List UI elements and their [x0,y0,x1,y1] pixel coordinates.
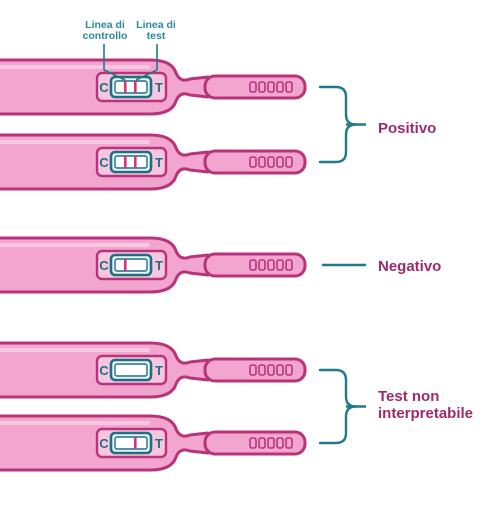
control-letter: C [99,258,109,273]
grip-ridge [267,364,275,376]
grip-ridge [249,259,257,271]
grip-ridge [267,81,275,93]
grip-ridge [249,364,257,376]
test-handle [203,149,307,175]
control-letter: C [99,80,109,95]
grip-ridge [267,156,275,168]
grip-ridge [258,81,266,93]
control-line [124,259,127,271]
test-line-label-line-2: test [146,30,166,42]
test-letter: T [155,436,163,451]
control-line-label-line-1: Linea di [85,19,125,31]
result-label-negativo-text: Negativo [378,258,442,275]
grip-ridge [285,364,293,376]
result-label-positivo-text: Positivo [378,120,437,137]
grip-ridge [285,437,293,449]
control-line-label-line-2: controllo [82,30,128,42]
test-handle [203,430,307,456]
result-window-inner [114,258,148,272]
control-letter: C [99,436,109,451]
grip-ridge [276,437,284,449]
grip-ridge [276,259,284,271]
test-line [134,437,137,449]
control-line [124,156,127,168]
result-label-positivo: Positivo [378,120,436,137]
test-line [134,156,137,168]
grip-ridge [276,364,284,376]
test-handle [203,252,307,278]
grip-ridge [267,259,275,271]
test-letter: T [155,155,163,170]
result-window-inner [114,155,148,169]
grip-ridge [258,259,266,271]
result-label-test-non-interpretabile-line-2: interpretabile [378,405,474,422]
grip-ridge [285,259,293,271]
control-line [124,81,127,93]
control-callout-end [103,69,126,81]
grip-ridge [258,364,266,376]
control-letter: C [99,155,109,170]
grip-ridge [249,156,257,168]
test-handle [203,74,307,100]
control-letter: C [99,363,109,378]
grip-ridge [267,437,275,449]
test-callout-end [135,69,158,81]
result-window-inner [114,436,148,450]
grip-ridge [249,81,257,93]
test-letter: T [155,258,163,273]
test-line [134,81,137,93]
grip-ridge [285,156,293,168]
test-line-label: Linea di test [130,20,182,42]
test-letter: T [155,80,163,95]
grip-ridge [258,437,266,449]
grip-ridge [276,156,284,168]
result-label-test-non-interpretabile: Test non interpretabile [378,388,473,422]
result-window-inner [114,80,148,94]
result-label-negativo: Negativo [378,258,441,275]
control-line-label: Linea di controllo [78,20,132,42]
grip-ridge [276,81,284,93]
grip-ridge [249,437,257,449]
grip-ridge [258,156,266,168]
result-window-inner [114,363,148,377]
result-label-test-non-interpretabile-line-1: Test non [378,388,440,405]
test-handle [203,357,307,383]
test-line-label-line-1: Linea di [136,19,176,31]
test-letter: T [155,363,163,378]
grip-ridge [285,81,293,93]
